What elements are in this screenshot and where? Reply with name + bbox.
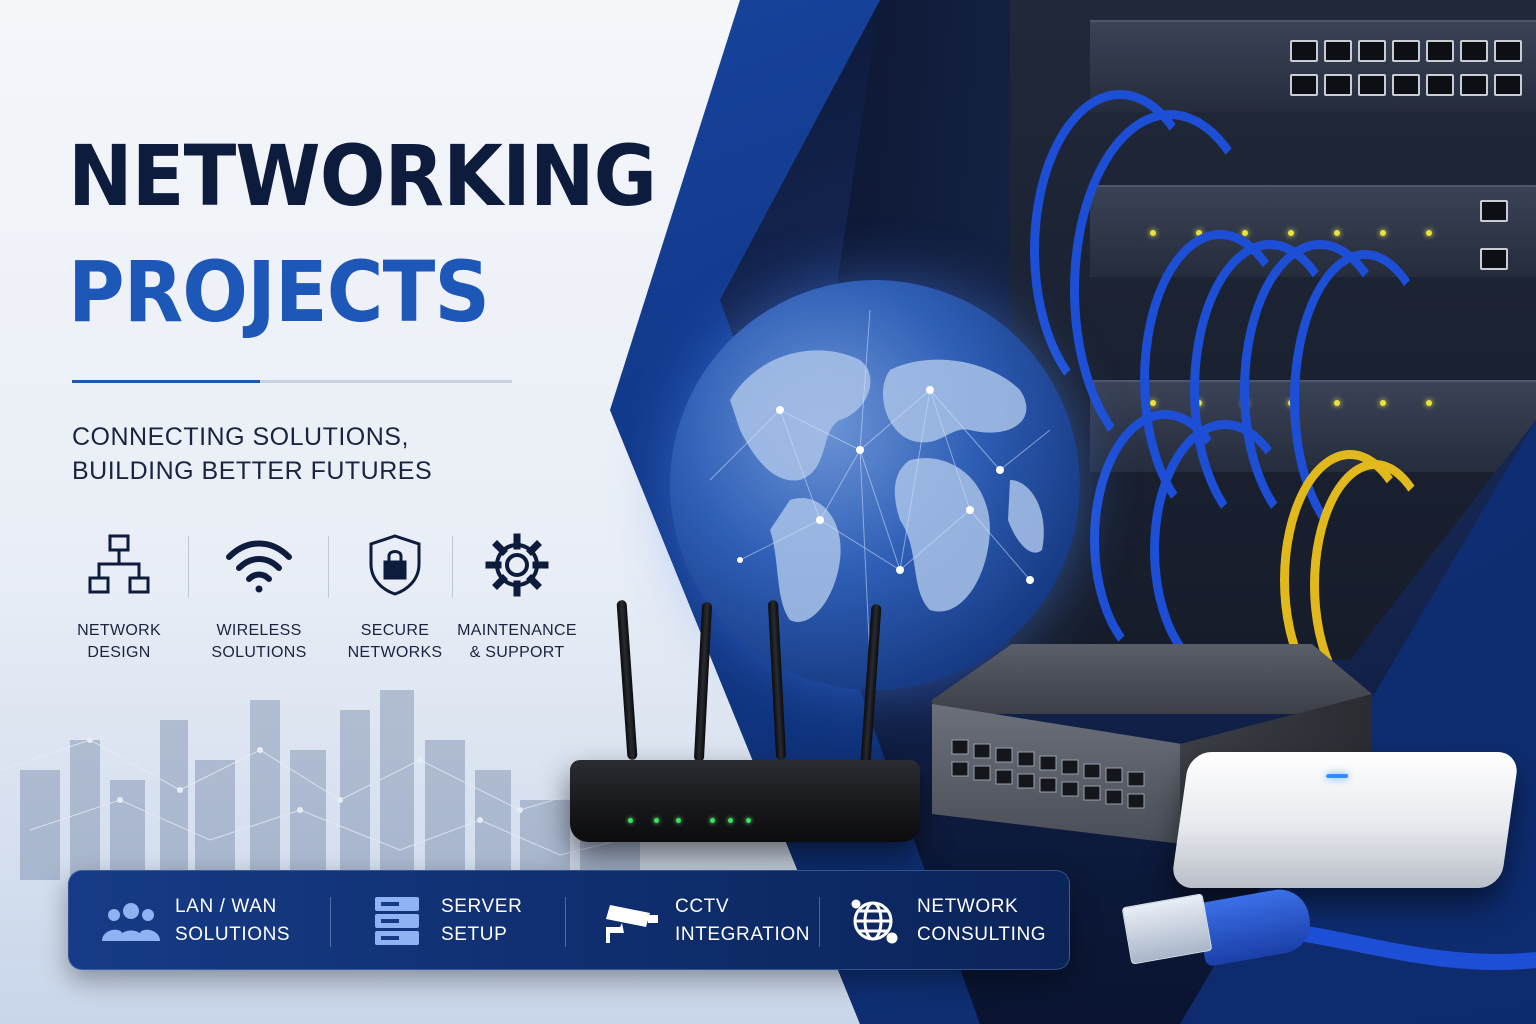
yellow-patch-cable	[1310, 460, 1440, 660]
service-separator	[452, 536, 453, 598]
bar-item-cctv: CCTV INTEGRATION	[599, 871, 810, 971]
access-point-light	[1325, 774, 1349, 778]
ethernet-port	[1290, 74, 1318, 96]
bar-separator	[819, 897, 820, 947]
ethernet-port	[1290, 40, 1318, 62]
wireless-access-point	[1170, 752, 1520, 888]
status-led	[1380, 230, 1386, 236]
users-icon	[99, 896, 163, 946]
yellow-patch-cable	[1280, 450, 1420, 660]
port-row	[1480, 200, 1508, 222]
service-secure-networks: SECURE NETWORKS	[330, 530, 460, 664]
blue-patch-cable	[1090, 410, 1240, 660]
service-label-line-1: NETWORK	[77, 622, 161, 639]
tagline: CONNECTING SOLUTIONS, BUILDING BETTER FU…	[72, 420, 432, 488]
service-label-line-1: MAINTENANCE	[457, 622, 577, 639]
service-label-line-2: DESIGN	[87, 644, 151, 661]
bar-item-server-setup: SERVER SETUP	[365, 871, 522, 971]
ethernet-port	[1480, 200, 1508, 222]
bar-label-line-1: SERVER	[441, 896, 523, 917]
status-led	[1334, 230, 1340, 236]
service-wireless-solutions: WIRELESS SOLUTIONS	[194, 530, 324, 664]
status-led	[1426, 230, 1432, 236]
ethernet-port	[1494, 74, 1522, 96]
ethernet-cable	[1272, 922, 1536, 970]
switch-top	[932, 644, 1372, 714]
ethernet-port	[1392, 40, 1420, 62]
title-divider	[72, 380, 512, 383]
port-row	[1480, 248, 1508, 270]
bar-separator	[565, 897, 566, 947]
router-led	[676, 818, 681, 823]
ethernet-port	[1494, 40, 1522, 62]
blue-patch-cable	[1190, 240, 1350, 540]
bar-label-line-1: NETWORK	[917, 896, 1019, 917]
tagline-line-2: BUILDING BETTER FUTURES	[72, 457, 433, 485]
service-label-line-1: WIRELESS	[216, 622, 302, 639]
title-line-2: PROJECTS	[68, 243, 490, 341]
bar-label-line-1: CCTV	[675, 896, 730, 917]
blue-patch-cable	[1290, 250, 1440, 550]
wifi-router	[570, 760, 920, 842]
router-led	[746, 818, 751, 823]
wifi-icon	[194, 530, 324, 600]
service-network-design: NETWORK DESIGN	[54, 530, 184, 664]
router-led	[628, 818, 633, 823]
ethernet-port	[1426, 74, 1454, 96]
router-led	[710, 818, 715, 823]
service-label-line-1: SECURE	[360, 622, 430, 639]
service-label-line-2: SOLUTIONS	[211, 644, 307, 661]
ethernet-port	[1426, 40, 1454, 62]
bar-label-line-1: LAN / WAN	[175, 896, 277, 917]
shield-lock-icon	[330, 530, 460, 600]
cctv-camera-icon	[599, 896, 663, 946]
ethernet-port	[1358, 40, 1386, 62]
service-maintenance-support: MAINTENANCE & SUPPORT	[452, 530, 582, 664]
ethernet-port	[1324, 40, 1352, 62]
world-globe	[670, 280, 1080, 690]
title-line-1: NETWORKING	[68, 127, 657, 225]
router-led	[654, 818, 659, 823]
bar-label-line-2: SETUP	[441, 924, 508, 945]
bar-item-network-consulting: NETWORK CONSULTING	[841, 871, 1046, 971]
blue-patch-cable	[1140, 230, 1300, 530]
router-led	[728, 818, 733, 823]
service-separator	[328, 536, 329, 598]
rack-switch-1	[1090, 20, 1536, 112]
service-label-line-2: NETWORKS	[347, 644, 443, 661]
switch-ports	[951, 739, 1145, 809]
status-led	[1288, 230, 1294, 236]
port-row	[1290, 40, 1522, 62]
tagline-line-1: CONNECTING SOLUTIONS,	[72, 423, 409, 451]
network-diagram-icon	[54, 530, 184, 600]
service-separator	[188, 536, 189, 598]
bar-separator	[330, 897, 331, 947]
ethernet-port	[1358, 74, 1386, 96]
gear-icon	[452, 530, 582, 600]
blue-patch-cable	[1030, 90, 1210, 410]
ethernet-port	[1460, 40, 1488, 62]
blue-patch-cable	[1240, 240, 1400, 540]
switch-front	[932, 704, 1182, 844]
service-label-line-2: & SUPPORT	[469, 644, 565, 661]
bar-label-line-2: SOLUTIONS	[175, 924, 291, 945]
ethernet-port	[1324, 74, 1352, 96]
globe-network-icon	[841, 896, 905, 946]
blue-patch-cable	[1070, 110, 1270, 470]
bar-item-lan-wan: LAN / WAN SOLUTIONS	[99, 871, 290, 971]
globe-map	[709, 309, 1051, 661]
solutions-bar: LAN / WAN SOLUTIONS SERVER SETUP	[68, 870, 1070, 970]
bar-label-line-2: INTEGRATION	[675, 924, 811, 945]
ethernet-port	[1460, 74, 1488, 96]
port-row	[1290, 74, 1522, 96]
ethernet-port	[1480, 248, 1508, 270]
bar-label-line-2: CONSULTING	[917, 924, 1047, 945]
blue-patch-cable	[1150, 420, 1300, 660]
ethernet-port	[1392, 74, 1420, 96]
server-icon	[365, 896, 429, 946]
